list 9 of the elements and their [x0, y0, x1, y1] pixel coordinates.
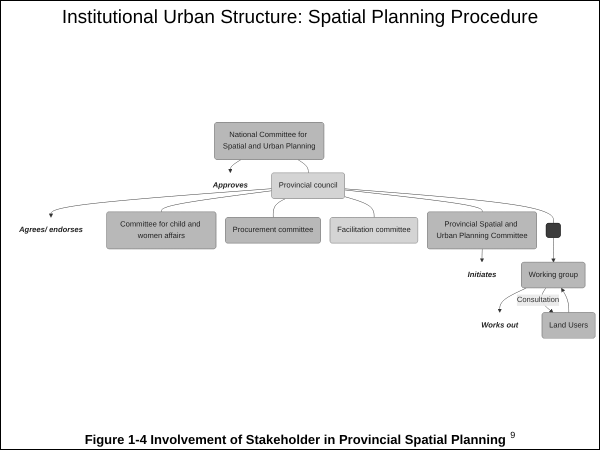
connector: [298, 160, 309, 174]
connector: [344, 188, 554, 224]
connector: [272, 198, 286, 218]
caption: Figure 1-4 Involvement of Stakeholder in Provincial Spatial Planning: [84, 432, 506, 447]
connector: [161, 190, 272, 212]
connector: [344, 196, 374, 218]
page-number: 9: [510, 430, 516, 440]
connector: [344, 190, 482, 212]
title: Institutional Urban Structure: Spatial Planning Procedure: [62, 7, 538, 29]
